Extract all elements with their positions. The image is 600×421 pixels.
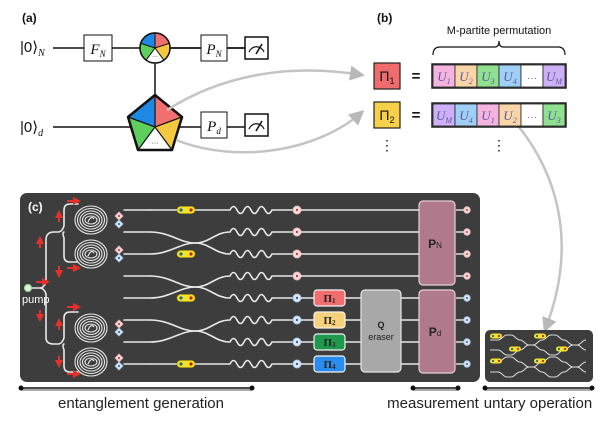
quantum-eraser-box: [360, 289, 402, 373]
waveguides: [30, 197, 471, 378]
permutation-cell-label: U1: [437, 69, 450, 86]
pn-label: PN: [428, 237, 442, 251]
permutation-row: Π2 = UM U4 U1 U2 ··· U3: [373, 101, 567, 129]
permutation-cell-label: ···: [527, 73, 537, 84]
pentagon-gate: ···: [126, 93, 184, 152]
pi-filter-box: [313, 311, 346, 329]
bar-unitary: [482, 385, 595, 391]
brace: [432, 40, 566, 56]
gate-fn: [83, 34, 113, 62]
brace-label: M-partite permutation: [447, 25, 552, 37]
phase-shifter: [490, 358, 502, 364]
pi-filter-label: Π1: [323, 293, 336, 305]
caption-entanglement-generation: entanglement generation: [58, 395, 224, 412]
bar-measurement: [410, 385, 461, 391]
permutation-row: Π1 = U1 U2 U3 U4 ··· UM: [373, 62, 567, 90]
phase-shifter: [176, 360, 196, 368]
permutation-cell-label: UM: [546, 69, 563, 86]
permutation-cell-label: UM: [436, 108, 453, 125]
pi-label: Π2: [379, 107, 394, 125]
permutation-cell-label: U1: [481, 108, 494, 125]
caption-measurement: measurement: [387, 395, 480, 412]
eraser-label: eraser: [368, 332, 394, 342]
gate-fn-label: FN: [89, 42, 106, 59]
arrow-to-unitary: [514, 121, 563, 333]
gate-pn-label: PN: [205, 42, 222, 59]
phase-shifter: [534, 333, 546, 339]
ket-input-n: |0⟩N: [20, 39, 46, 59]
pi-filter-box: [313, 333, 346, 351]
gate-pd-label: Pd: [206, 119, 221, 136]
equals-sign: =: [412, 68, 421, 85]
phase-shifter: [176, 206, 196, 214]
permutation-cell-label: U3: [547, 108, 560, 125]
phase-shifter: [176, 294, 196, 302]
spiral-resonator: [74, 313, 108, 343]
arrow-to-pi1: [166, 65, 365, 112]
phase-shifter: [509, 346, 521, 352]
pn-box: [418, 200, 456, 286]
panel-a: (a) |0⟩N |0⟩d FN ···: [20, 11, 269, 152]
phase-shifter: [534, 358, 546, 364]
control-circle: ···: [139, 32, 171, 64]
pentagon-ellipsis: ···: [152, 140, 159, 147]
vdots-cells: ⋮: [492, 137, 506, 153]
pi-filter-box: [313, 289, 346, 307]
permutation-cell-label: U2: [459, 69, 472, 86]
panel-b-label: (b): [377, 11, 392, 25]
eraser-label-q: Q: [377, 320, 384, 330]
permutation-cell-label: ···: [527, 112, 537, 123]
pi-filter-label: Π2: [323, 315, 336, 327]
gate-pn: [200, 34, 228, 62]
pd-box: [418, 289, 456, 374]
pump-port: [23, 283, 33, 293]
phase-shifter: [176, 250, 196, 258]
permutation-cell-label: U3: [481, 69, 494, 86]
panel-c-label: (c): [28, 200, 43, 214]
unitary-panel: [485, 330, 593, 382]
pi-box: [373, 101, 401, 129]
pi-filter-label: Π4: [323, 359, 336, 371]
pi-box: [373, 62, 401, 90]
pd-label: Pd: [429, 325, 441, 339]
spiral-resonator: [74, 347, 108, 377]
bar-entanglement: [18, 385, 255, 391]
pi-filter-box: [313, 355, 346, 373]
arrow-to-pi2: [175, 109, 365, 154]
phase-shifter: [490, 333, 502, 339]
permutation-cell-label: U4: [503, 69, 516, 86]
meter-icon: [244, 113, 269, 137]
gate-pd: [200, 111, 228, 139]
pi-filter-label: Π3: [323, 337, 336, 349]
pi-label: Π1: [379, 68, 394, 86]
permutation-cell-label: U2: [503, 108, 516, 125]
phase-shifter: [556, 346, 568, 352]
ket-input-d: |0⟩d: [20, 119, 44, 139]
control-ellipsis: ···: [152, 54, 158, 60]
caption-unitary-operation: untary operation: [484, 395, 592, 412]
permutation-cell: [542, 64, 566, 88]
panel-a-label: (a): [22, 11, 37, 25]
meter-icon: [244, 36, 269, 60]
permutation-cell: [542, 103, 566, 127]
unitary-background: [485, 330, 593, 382]
spiral-resonator: [74, 239, 108, 269]
permutation-cell-label: U4: [459, 108, 472, 125]
pump-label: pump: [22, 294, 50, 306]
equals-sign: =: [412, 107, 421, 124]
spiral-resonator: [74, 205, 108, 235]
vdots-pi: ⋮: [380, 137, 394, 153]
section-bars: entanglement generation measurement unta…: [18, 385, 595, 412]
